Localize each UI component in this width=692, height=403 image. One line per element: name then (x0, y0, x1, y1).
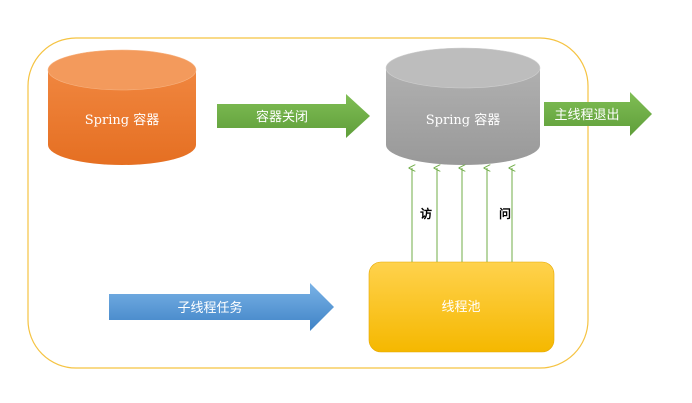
task-arrow (109, 283, 334, 331)
spring-container-left (47, 49, 197, 165)
close-arrow-label: 容器关闭 (256, 109, 308, 125)
thread-pool-box (368, 261, 555, 353)
task-arrow-label: 子线程任务 (177, 300, 242, 316)
access-label-right: 问 (499, 206, 511, 221)
exit-arrow (544, 92, 652, 136)
outer-frame (27, 37, 589, 369)
thread-pool-label: 线程池 (441, 300, 480, 315)
access-label-left: 访 (420, 206, 432, 221)
access-lines (412, 168, 512, 264)
spring-container-right-label: Spring 容器 (426, 112, 500, 128)
spring-container-left-label: Spring 容器 (85, 112, 159, 128)
spring-container-right (385, 47, 541, 165)
exit-arrow-label: 主线程退出 (554, 108, 619, 123)
close-arrow (217, 94, 370, 138)
